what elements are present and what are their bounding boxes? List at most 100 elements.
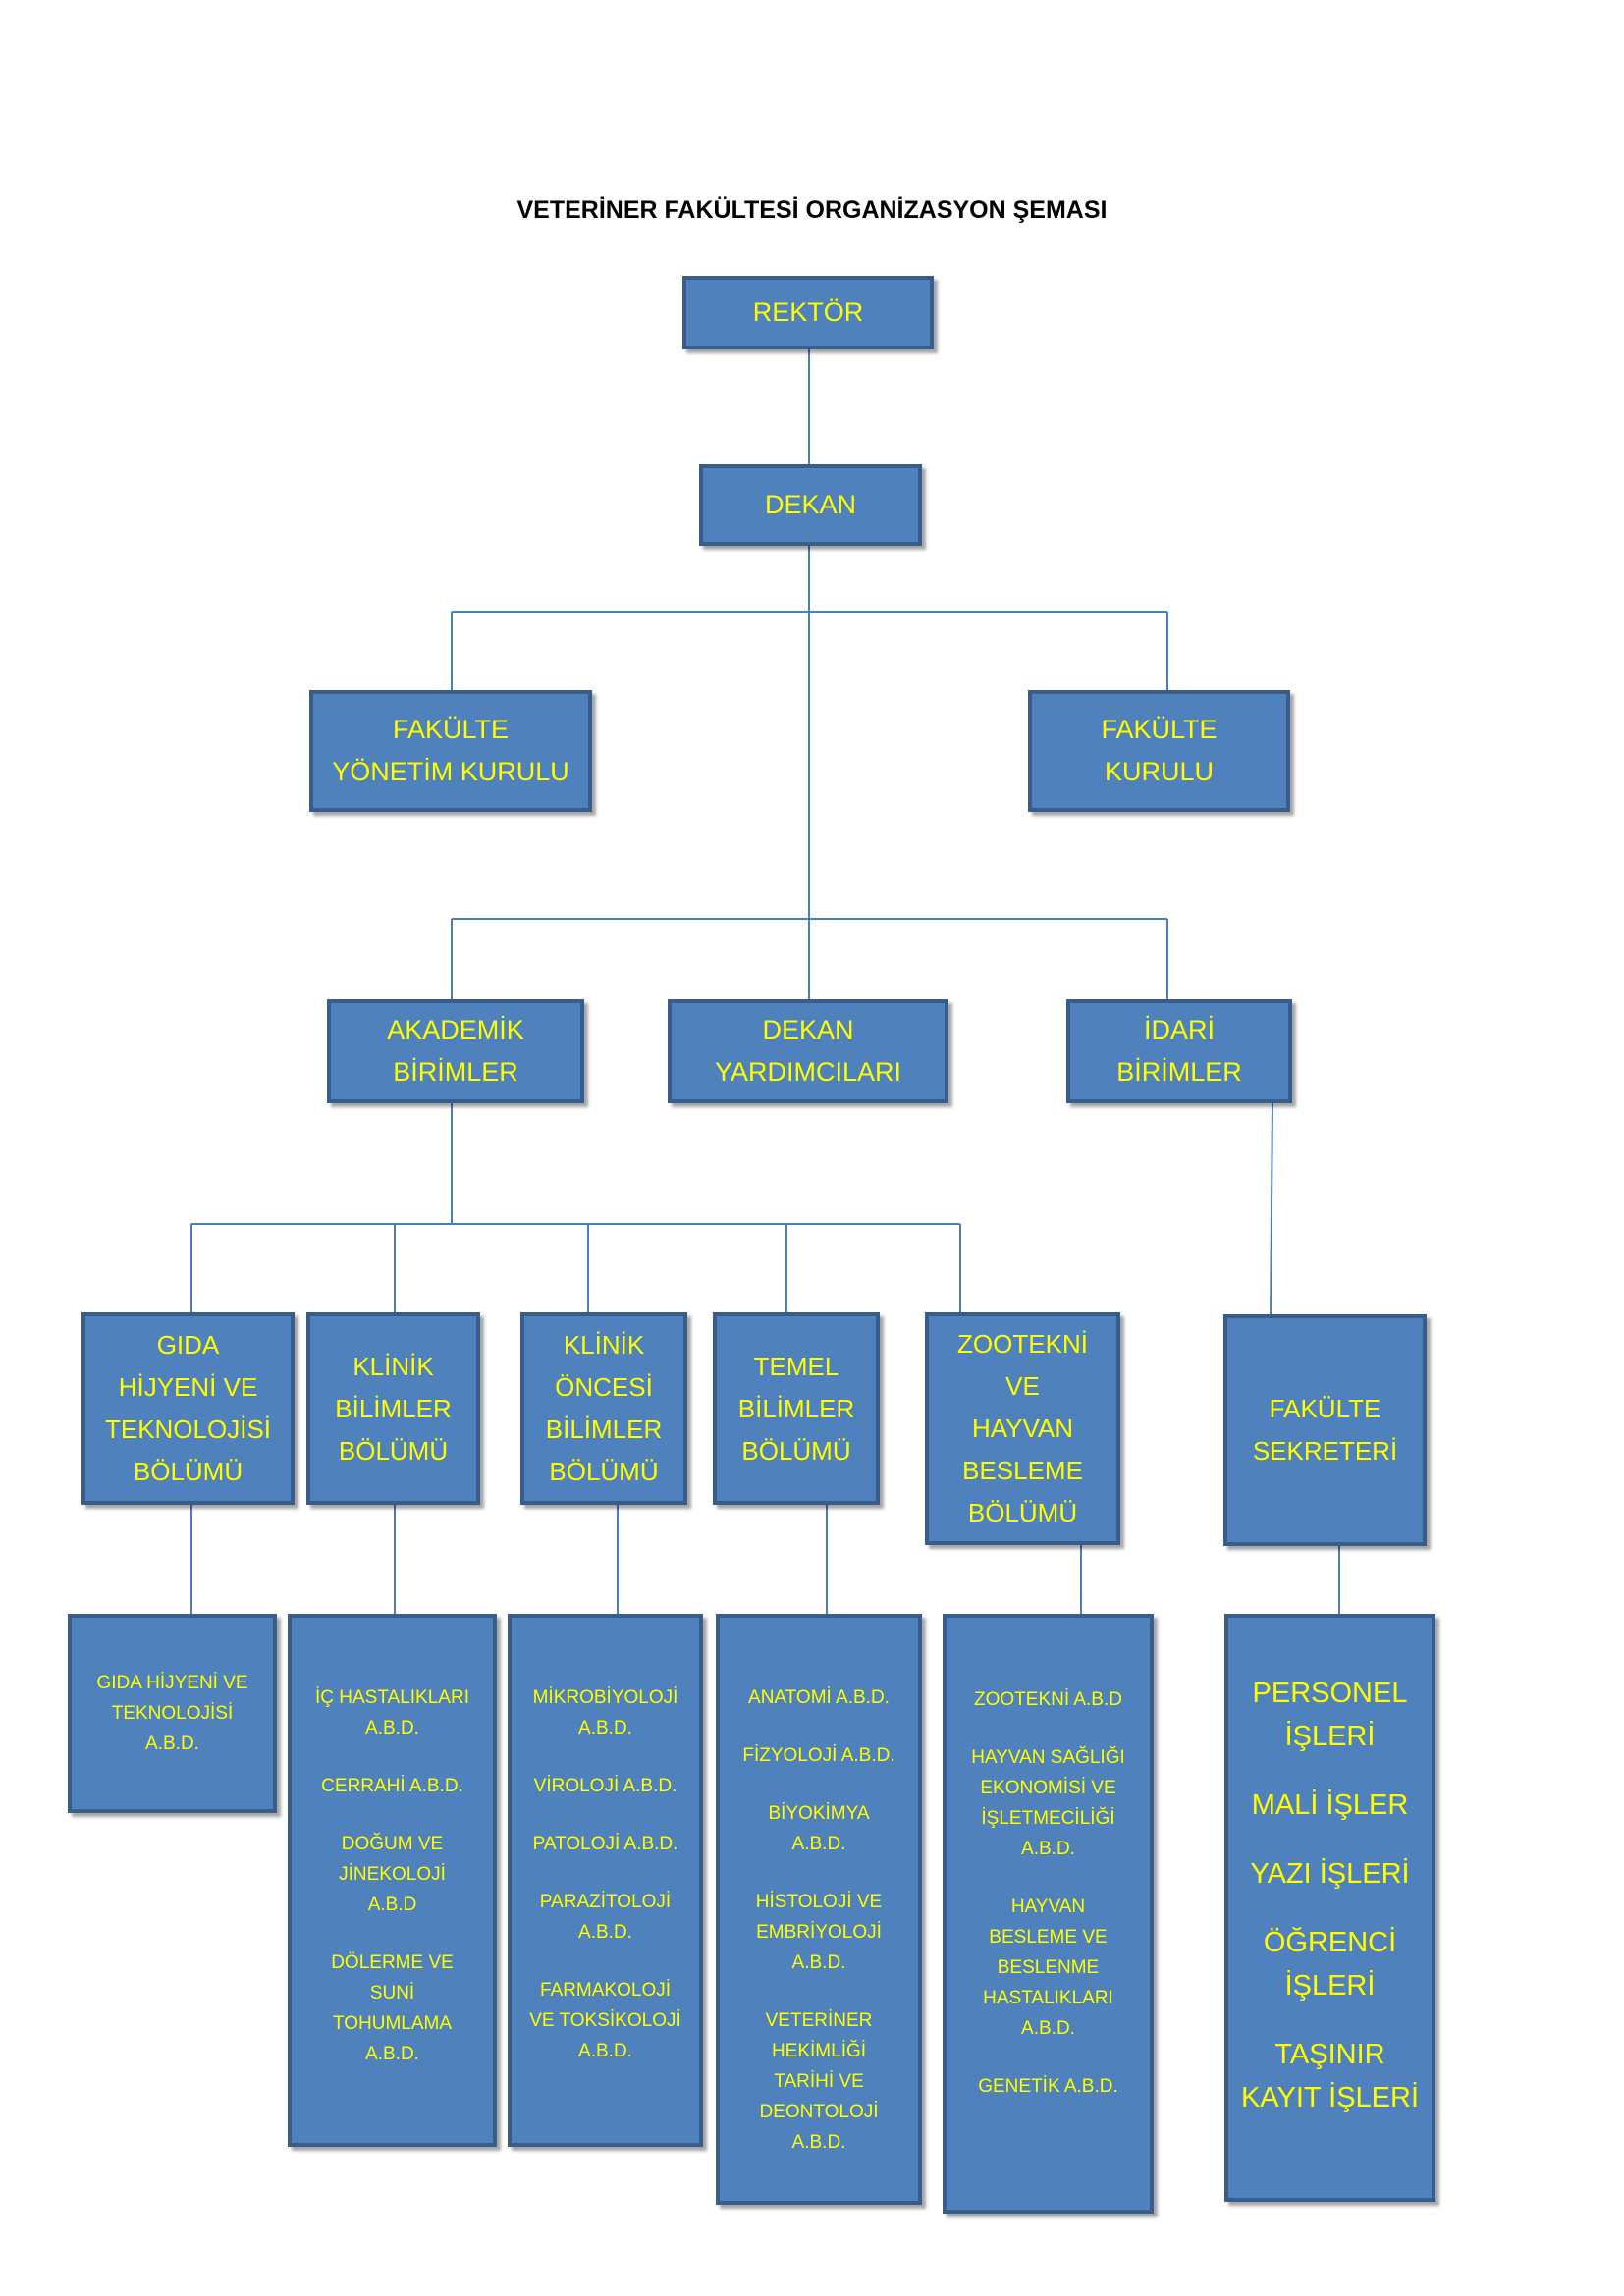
department-line: A.B.D. [578, 1718, 632, 1738]
node-label-line: GIDA [156, 1330, 220, 1360]
klinik-oncesi-bilimler-bolumu-box: KLİNİK ÖNCESİ BİLİMLER BÖLÜMÜ [520, 1312, 687, 1505]
klinik-oncesi-abd-box: MİKROBİYOLOJİ A.B.D. VİROLOJİ A.B.D. PAT… [508, 1614, 703, 2147]
idari-birimler-box: İDARİ BİRİMLER [1066, 999, 1292, 1103]
department-line: İŞLERİ [1284, 1721, 1376, 1752]
department-line: TAŞINIR [1274, 2039, 1385, 2070]
klinik-abd-box: İÇ HASTALIKLARI A.B.D. CERRAHİ A.B.D. DO… [288, 1614, 497, 2147]
department-line: A.B.D [367, 1895, 417, 1915]
page-title: VETERİNER FAKÜLTESİ ORGANİZASYON ŞEMASI [516, 196, 1108, 224]
fakulte-sekreteri-box: FAKÜLTE SEKRETERİ [1223, 1314, 1427, 1546]
node-label-line: BİLİMLER [335, 1393, 452, 1423]
department-line: PARAZİTOLOJİ [539, 1892, 672, 1912]
department-line: JİNEKOLOJİ [339, 1864, 446, 1885]
node-label-line: ÖNCESİ [555, 1372, 653, 1402]
department-line: ÖĞRENCİ [1263, 1927, 1397, 1958]
rektor-box: REKTÖR [682, 276, 934, 349]
node-label-line: BİRİMLER [1116, 1057, 1242, 1087]
department-line: PATOLOJİ A.B.D. [532, 1834, 678, 1854]
node-label-line: FAKÜLTE [1269, 1394, 1381, 1423]
temel-abd-box: ANATOMİ A.B.D. FİZYOLOJİ A.B.D. BİYOKİMY… [716, 1614, 922, 2205]
node-label-line: DEKAN [762, 1015, 854, 1044]
department-line: BESLEME VE [989, 1927, 1108, 1948]
gida-bolumu-box: GIDA HİJYENİ VE TEKNOLOJİSİ BÖLÜMÜ [81, 1312, 295, 1505]
node-label-line: BİRİMLER [393, 1057, 518, 1087]
department-line: VETERİNER [765, 2010, 873, 2031]
department-line: HASTALIKLARI [983, 1988, 1113, 2008]
department-line: A.B.D. [1021, 1839, 1075, 1859]
node-label-line: TEKNOLOJİSİ [104, 1415, 272, 1444]
department-line: A.B.D. [365, 2044, 419, 2064]
node-label-line: FAKÜLTE [1101, 715, 1218, 744]
department-line: HAYVAN [1010, 1896, 1086, 1917]
rektor-label: REKTÖR [752, 297, 864, 327]
department-line: EKONOMİSİ VE [980, 1778, 1116, 1798]
department-line: ZOOTEKNİ A.B.D [974, 1689, 1122, 1710]
department-line: PERSONEL [1252, 1678, 1408, 1709]
node-label-line: BİLİMLER [737, 1393, 855, 1423]
temel-bilimler-bolumu-box: TEMEL BİLİMLER BÖLÜMÜ [713, 1312, 880, 1505]
node-label-line: BESLEME [962, 1456, 1083, 1485]
node-label-line: İDARİ [1143, 1015, 1215, 1044]
department-line: HEKİMLİĞİ [771, 2041, 867, 2061]
node-label-line: KLİNİK [352, 1351, 434, 1381]
department-line: ANATOMİ A.B.D. [748, 1687, 890, 1708]
klinik-bilimler-bolumu-box: KLİNİK BİLİMLER BÖLÜMÜ [306, 1312, 480, 1505]
dekan-yardimcilari-box: DEKAN YARDIMCILARI [668, 999, 948, 1103]
node-label-line: SEKRETERİ [1252, 1436, 1398, 1466]
department-line: EMBRİYOLOJİ [756, 1922, 882, 1943]
node-label-line: HAYVAN [971, 1414, 1074, 1443]
node-label-line: HİJYENİ VE [118, 1372, 258, 1402]
dekan-label: DEKAN [764, 490, 857, 519]
sekreterlik-isleri-box: PERSONEL İŞLERİ MALİ İŞLER YAZI İŞLERİ Ö… [1224, 1614, 1435, 2202]
department-line: HAYVAN SAĞLIĞI [971, 1747, 1125, 1768]
node-label-line: BÖLÜMÜ [741, 1435, 851, 1466]
department-line: DÖLERME VE [331, 1952, 454, 1973]
department-line: A.B.D. [365, 1718, 419, 1738]
akademik-birimler-box: AKADEMİK BİRİMLER [327, 999, 584, 1103]
department-line: A.B.D. [1021, 2018, 1075, 2039]
department-line: VİROLOJİ A.B.D. [533, 1776, 677, 1796]
node-label-line: YARDIMCILARI [714, 1057, 902, 1087]
department-line: A.B.D. [145, 1734, 199, 1754]
department-line: HİSTOLOJİ VE [755, 1892, 883, 1912]
department-line: SUNİ [369, 1983, 415, 2003]
node-label-line: BÖLÜMÜ [967, 1498, 1078, 1527]
department-line: İÇ HASTALIKLARI [315, 1687, 469, 1708]
node-label-line: FAKÜLTE [392, 715, 510, 744]
department-line: KAYIT İŞLERİ [1240, 2082, 1420, 2113]
department-line: İŞLERİ [1284, 1970, 1376, 2002]
department-line: FİZYOLOJİ A.B.D. [742, 1745, 895, 1766]
department-line: A.B.D. [791, 2132, 846, 2153]
zootekni-abd-box: ZOOTEKNİ A.B.D HAYVAN SAĞLIĞI EKONOMİSİ … [943, 1614, 1154, 2214]
department-line: DOĞUM VE [341, 1834, 444, 1854]
department-line: MALİ İŞLER [1251, 1789, 1409, 1821]
department-line: BİYOKİMYA [768, 1803, 870, 1824]
department-line: A.B.D. [791, 1952, 846, 1973]
department-line: GIDA HİJYENİ VE [96, 1673, 248, 1693]
department-line: DEONTOLOJİ [759, 2102, 879, 2122]
node-label-line: BÖLÜMÜ [133, 1457, 244, 1486]
node-label-line: AKADEMİK [387, 1015, 524, 1044]
department-line: A.B.D. [791, 1834, 846, 1854]
department-line: FARMAKOLOJİ [539, 1980, 672, 2001]
department-line: A.B.D. [578, 1922, 632, 1943]
zootekni-hayvan-besleme-bolumu-box: ZOOTEKNİ VE HAYVAN BESLEME BÖLÜMÜ [925, 1312, 1120, 1545]
department-line: VE TOKSİKOLOJİ [529, 2010, 681, 2031]
node-label-line: TEMEL [753, 1351, 839, 1381]
department-line: YAZI İŞLERİ [1250, 1858, 1410, 1890]
department-line: CERRAHİ A.B.D. [321, 1776, 463, 1796]
department-line: BESLENME [997, 1957, 1100, 1978]
node-label-line: BİLİMLER [545, 1415, 663, 1444]
node-label-line: BÖLÜMÜ [549, 1457, 659, 1486]
department-line: A.B.D. [578, 2041, 632, 2061]
node-label-line: ZOOTEKNİ [957, 1329, 1088, 1359]
node-label-line: VE [1005, 1371, 1040, 1401]
fakulte-yonetim-kurulu-box: FAKÜLTE YÖNETİM KURULU [309, 690, 592, 812]
department-line: MİKROBİYOLOJİ [532, 1687, 678, 1708]
node-label-line: BÖLÜMÜ [338, 1435, 449, 1466]
dekan-box: DEKAN [699, 464, 922, 546]
department-line: GENETİK A.B.D. [978, 2076, 1118, 2097]
node-label-line: KURULU [1104, 757, 1215, 786]
fakulte-kurulu-box: FAKÜLTE KURULU [1028, 690, 1290, 812]
